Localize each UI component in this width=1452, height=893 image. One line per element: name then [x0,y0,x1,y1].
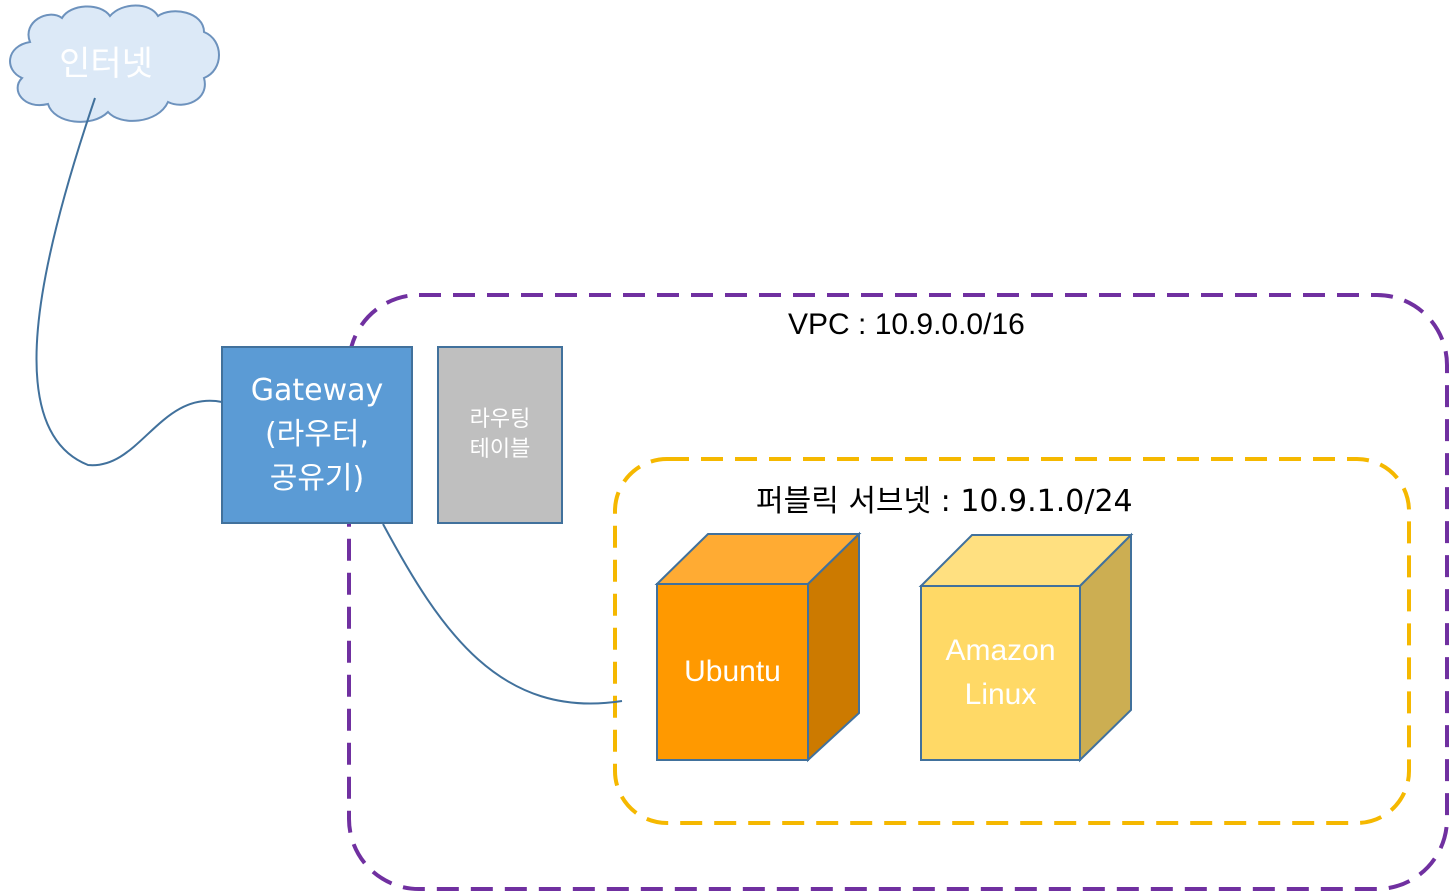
internet-gateway-connector [35,97,223,467]
amazon-linux-label: Amazon Linux [921,586,1080,760]
internet-cloud-icon [9,4,220,123]
amazon-linux-line-2: Linux [964,678,1037,711]
gateway-ubuntu-connector [382,523,623,705]
vpc-label: VPC : 10.9.0.0/16 [788,308,1025,341]
ubuntu-cube-icon [654,531,862,763]
ubuntu-label: Ubuntu [657,584,808,760]
ubuntu-line-1: Ubuntu [684,655,781,688]
routing-table-text: 라우팅 테이블 [438,347,562,523]
subnet-label: 퍼블릭 서브넷 : 10.9.1.0/24 [756,484,1133,519]
amazon-linux-line-1: Amazon [945,634,1056,667]
gateway-line-3: 공유기) [269,461,365,496]
routing-table-box [437,346,563,524]
vpc-boundary [347,293,1449,891]
gateway-box [221,346,413,524]
internet-label: 인터넷 [59,44,153,84]
gateway-line-2: (라우터, [264,417,370,452]
amazon-linux-cube-icon [918,532,1134,763]
gateway-text: Gateway (라우터, 공유기) [222,347,412,523]
subnet-boundary [613,457,1411,825]
routing-table-line-1: 라우팅 [469,407,531,432]
routing-table-line-2: 테이블 [469,437,531,462]
gateway-line-1: Gateway [250,373,384,408]
